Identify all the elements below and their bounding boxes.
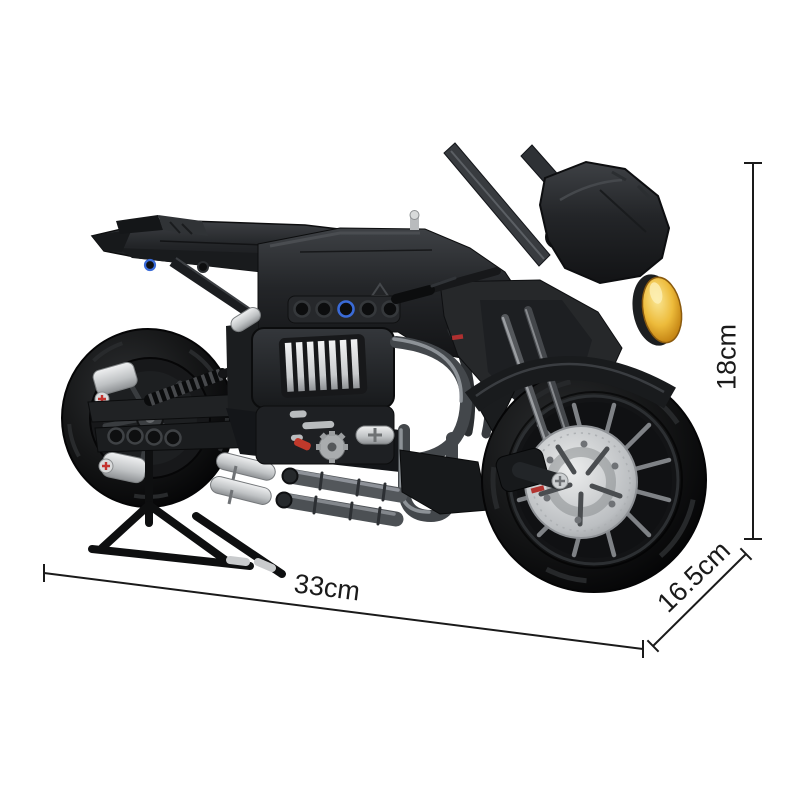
underbody-fin — [399, 449, 489, 515]
dimension-arrow-depth — [646, 547, 753, 653]
exhaust-tips — [210, 452, 276, 505]
brake-disc — [524, 425, 638, 539]
display-stand — [88, 444, 286, 578]
dimension-arrow-width — [43, 564, 644, 658]
engine-gear — [294, 431, 348, 463]
dimension-lines — [43, 162, 762, 658]
headlight — [632, 274, 683, 346]
engine-grille — [278, 334, 368, 398]
rear-brake-plates — [92, 361, 147, 484]
engine-block — [230, 307, 395, 465]
dimension-label-height: 18cm — [711, 323, 742, 391]
dimension-arrow-height — [744, 162, 762, 540]
fairing-cowl — [538, 160, 671, 285]
exhaust-pipes — [275, 336, 473, 527]
handlebar — [391, 267, 501, 304]
front-wheel — [481, 306, 707, 593]
front-fender — [464, 356, 676, 412]
brake-caliper — [495, 447, 569, 494]
